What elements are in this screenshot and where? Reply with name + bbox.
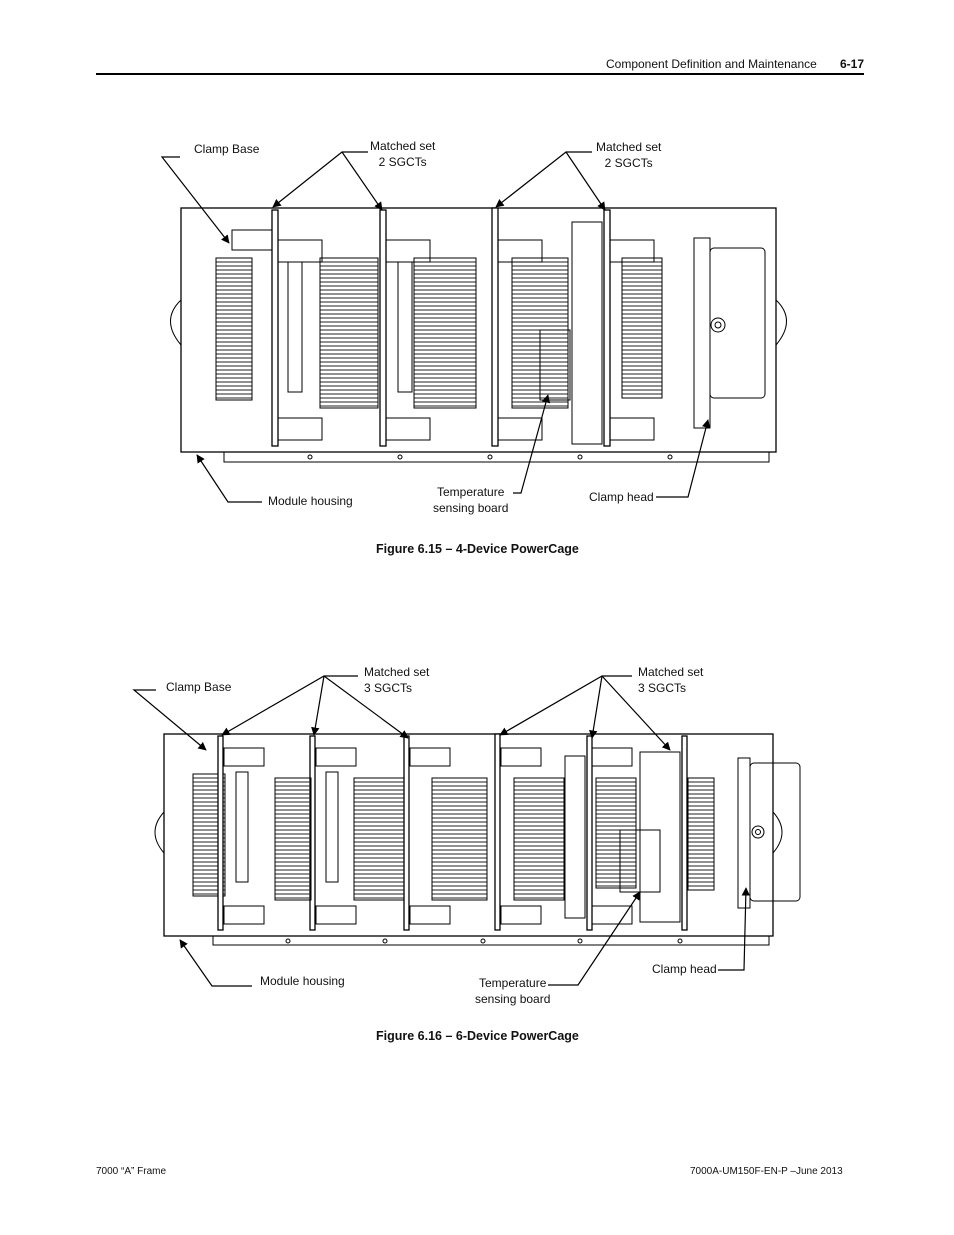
fig1-matched-set-b-line1: Matched set [596,140,662,154]
figure1-leaders [160,151,711,503]
fig1-label-matched-set-a: Matched set 2 SGCTs [370,138,435,170]
header-section-title: Component Definition and Maintenance [606,57,817,71]
figure2-caption: Figure 6.16 – 6-Device PowerCage [376,1029,579,1043]
header-rule [96,73,864,75]
fig2-label-module-housing: Module housing [260,974,345,988]
fig1-matched-set-a-line2: 2 SGCTs [378,155,427,169]
fig2-label-matched-set-b: Matched set 3 SGCTs [638,664,703,696]
fig2-label-matched-set-a: Matched set 3 SGCTs [364,664,429,696]
fig1-matched-set-a-line1: Matched set [370,139,436,153]
fig1-temp-board-line1: Temperature [437,485,505,499]
fig2-matched-set-b-line1: Matched set [638,665,704,679]
footer-left: 7000 “A” Frame [96,1166,167,1177]
figure1-caption: Figure 6.15 – 4-Device PowerCage [376,542,579,556]
fig2-label-clamp-base: Clamp Base [166,680,232,694]
figure1-powercage [170,207,787,463]
fig1-matched-set-b-line2: 2 SGCTs [604,156,653,170]
figure2-powercage [154,733,801,946]
fig1-label-matched-set-b: Matched set 2 SGCTs [596,139,661,171]
fig2-matched-set-a-line2: 3 SGCTs [364,681,413,695]
fig2-matched-set-a-line1: Matched set [364,665,430,679]
fig2-matched-set-b-line2: 3 SGCTs [638,681,687,695]
fig1-label-module-housing: Module housing [268,494,353,508]
fig2-temp-board-line2: sensing board [475,992,551,1006]
fig1-temp-board-line2: sensing board [433,501,509,515]
fig2-label-clamp-head: Clamp head [652,962,717,976]
fig2-temp-board-line1: Temperature [479,976,547,990]
fig1-label-clamp-head: Clamp head [589,490,654,504]
fig2-label-temp-board: Temperature sensing board [475,975,550,1007]
header-page-number: 6-17 [840,57,865,71]
footer-right: 7000A-UM150F-EN-P –June 2013 [690,1166,843,1177]
figure2-leaders [132,675,751,987]
fig1-label-temp-board: Temperature sensing board [433,484,508,516]
fig1-label-clamp-base: Clamp Base [194,142,260,156]
